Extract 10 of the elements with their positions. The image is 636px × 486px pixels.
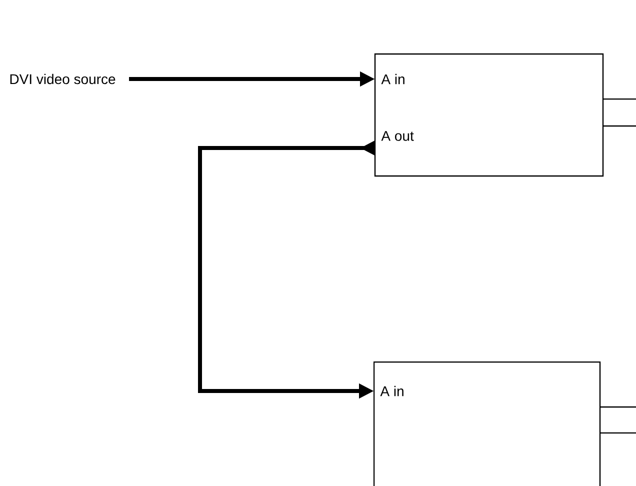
cable-line <box>600 432 636 434</box>
port-label: A out <box>381 131 414 141</box>
cable-line <box>603 98 636 100</box>
cable-line <box>603 125 636 127</box>
port-label: A in <box>381 74 404 84</box>
cable-line <box>600 406 636 408</box>
device-box <box>373 361 601 486</box>
source-label: DVI video source <box>10 74 116 84</box>
device-box <box>374 53 604 177</box>
port-label: A in <box>380 386 404 396</box>
